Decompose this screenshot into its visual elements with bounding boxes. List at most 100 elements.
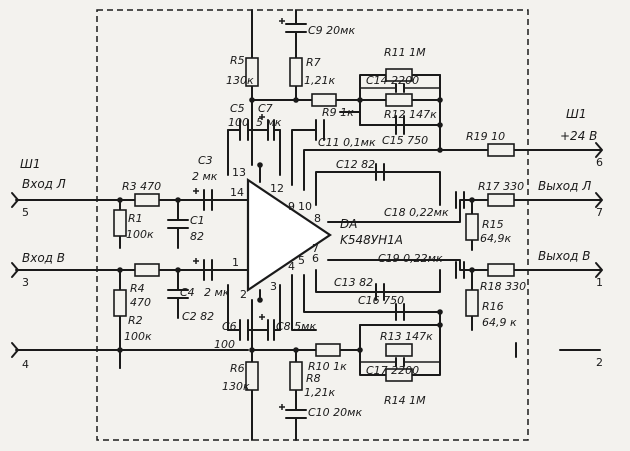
label-C6: C6 bbox=[222, 320, 237, 333]
ic-pin-2: 2 bbox=[240, 288, 247, 301]
label-C4-value: 2 мк bbox=[204, 286, 230, 299]
resistor-R5 bbox=[245, 57, 259, 87]
label-C2: C2 82 bbox=[182, 310, 214, 323]
connector-left-pin-4: 4 bbox=[22, 358, 29, 371]
input-right-label: Вход В bbox=[22, 251, 65, 265]
capacitor-C16 bbox=[395, 303, 405, 321]
capacitor-C5 bbox=[239, 119, 249, 141]
label-R4: R4 bbox=[130, 282, 145, 295]
capacitor-C3 bbox=[193, 188, 213, 211]
ic-pin-4: 4 bbox=[288, 260, 295, 273]
label-C19: C19 0,22мк bbox=[378, 252, 443, 265]
resistor-R4 bbox=[134, 263, 160, 277]
label-C3: C3 bbox=[198, 154, 213, 167]
capacitor-C8 bbox=[259, 314, 275, 341]
capacitor-C11 bbox=[315, 119, 325, 141]
ic-pin-14: 14 bbox=[230, 186, 244, 199]
label-R16: R16 bbox=[482, 300, 504, 313]
output-left-label: Выход Л bbox=[538, 179, 591, 193]
resistor-R3 bbox=[134, 193, 160, 207]
connector-right-pin-6: 6 bbox=[596, 156, 603, 169]
resistor-R2 bbox=[113, 289, 127, 317]
resistor-R7 bbox=[289, 57, 303, 87]
label-R9: R9 1к bbox=[322, 106, 354, 119]
ic-pin-6: 6 bbox=[312, 252, 319, 265]
label-C16: C16 750 bbox=[358, 294, 404, 307]
label-R8: R8 bbox=[306, 372, 321, 385]
label-C3-value: 2 мк bbox=[192, 170, 218, 183]
connector-left-pin-3: 3 bbox=[22, 276, 29, 289]
label-C4: C4 bbox=[180, 286, 195, 299]
label-C7-value: 5 мк bbox=[256, 116, 282, 129]
capacitor-C10 bbox=[279, 404, 307, 441]
label-R6-value: 130к bbox=[222, 380, 250, 393]
resistor-R13 bbox=[385, 343, 413, 357]
label-R15-value: 64,9к bbox=[480, 232, 511, 245]
label-R2: R2 bbox=[128, 314, 143, 327]
capacitors bbox=[167, 9, 465, 441]
connector-left-name: Ш1 bbox=[20, 157, 40, 171]
capacitor-C6 bbox=[239, 319, 249, 341]
capacitor-C17 bbox=[360, 357, 440, 367]
resistor-R16 bbox=[465, 289, 479, 317]
label-R4-value: 470 bbox=[130, 296, 151, 309]
resistor-R19 bbox=[487, 143, 515, 157]
capacitor-C4 bbox=[193, 258, 213, 281]
ic-amplifier-triangle bbox=[246, 177, 332, 293]
label-C6-value: 100 bbox=[214, 338, 235, 351]
resistor-R10 bbox=[315, 343, 341, 357]
label-C17: C17 2200 bbox=[366, 364, 419, 377]
ic-pin-13: 13 bbox=[232, 166, 246, 179]
label-R13: R13 147к bbox=[380, 330, 433, 343]
label-C15: C15 750 bbox=[382, 134, 428, 147]
label-C13: C13 82 bbox=[334, 276, 373, 289]
label-R2-value: 100к bbox=[124, 330, 152, 343]
label-C9: C9 20мк bbox=[308, 24, 355, 37]
ic-pin-7: 7 bbox=[312, 242, 319, 255]
label-C5: C5 bbox=[230, 102, 245, 115]
label-C5-value: 100 bbox=[228, 116, 249, 129]
label-R5: R5 bbox=[230, 54, 245, 67]
ic-pin-3: 3 bbox=[270, 280, 277, 293]
capacitor-C12 bbox=[375, 163, 385, 181]
labels: Ш1 5 3 4 Вход Л Вход В Ш1 +24 В 6 Выход … bbox=[20, 24, 603, 419]
board-outline bbox=[96, 9, 529, 441]
resistor-R1 bbox=[113, 209, 127, 237]
ic-pin-5: 5 bbox=[298, 254, 305, 267]
ic-ref: DA bbox=[340, 217, 357, 231]
label-C12: C12 82 bbox=[336, 158, 375, 171]
label-R10: R10 1к bbox=[308, 360, 347, 373]
capacitor-C19 bbox=[455, 261, 465, 279]
capacitor-C9 bbox=[279, 9, 307, 33]
label-C1: C1 bbox=[190, 214, 205, 227]
label-R3: R3 470 bbox=[122, 180, 161, 193]
label-R17: R17 330 bbox=[478, 180, 524, 193]
label-C11: C11 0,1мк bbox=[318, 136, 376, 149]
resistor-R6 bbox=[245, 361, 259, 391]
label-C18: C18 0,22мк bbox=[384, 206, 449, 219]
ic-pin-8: 8 bbox=[314, 212, 321, 225]
ic-pin-1: 1 bbox=[232, 256, 239, 269]
ic-pin-10: 10 bbox=[298, 200, 312, 213]
ic-pin-9: 9 bbox=[288, 200, 295, 213]
output-right-label: Выход В bbox=[538, 249, 591, 263]
resistor-R11 bbox=[385, 68, 413, 82]
resistor-R8 bbox=[289, 361, 303, 391]
capacitor-C15 bbox=[360, 115, 440, 135]
label-R12: R12 147к bbox=[384, 108, 437, 121]
junctions bbox=[117, 97, 475, 353]
label-C8: C8 5мк bbox=[276, 320, 316, 333]
label-R7-value: 1,21к bbox=[304, 74, 335, 87]
resistor-R9 bbox=[311, 93, 337, 107]
capacitor-C14 bbox=[360, 83, 440, 93]
label-R11: R11 1M bbox=[384, 46, 426, 59]
label-R18: R18 330 bbox=[480, 280, 526, 293]
supply-label: +24 В bbox=[560, 129, 597, 143]
input-left-label: Вход Л bbox=[22, 177, 66, 191]
label-R16-value: 64,9 к bbox=[482, 316, 517, 329]
connector-right-pin-1: 1 bbox=[596, 276, 603, 289]
label-R19: R19 10 bbox=[466, 130, 505, 143]
capacitor-C2 bbox=[167, 289, 189, 299]
label-R8-value: 1,21к bbox=[304, 386, 335, 399]
label-R6: R6 bbox=[230, 362, 245, 375]
